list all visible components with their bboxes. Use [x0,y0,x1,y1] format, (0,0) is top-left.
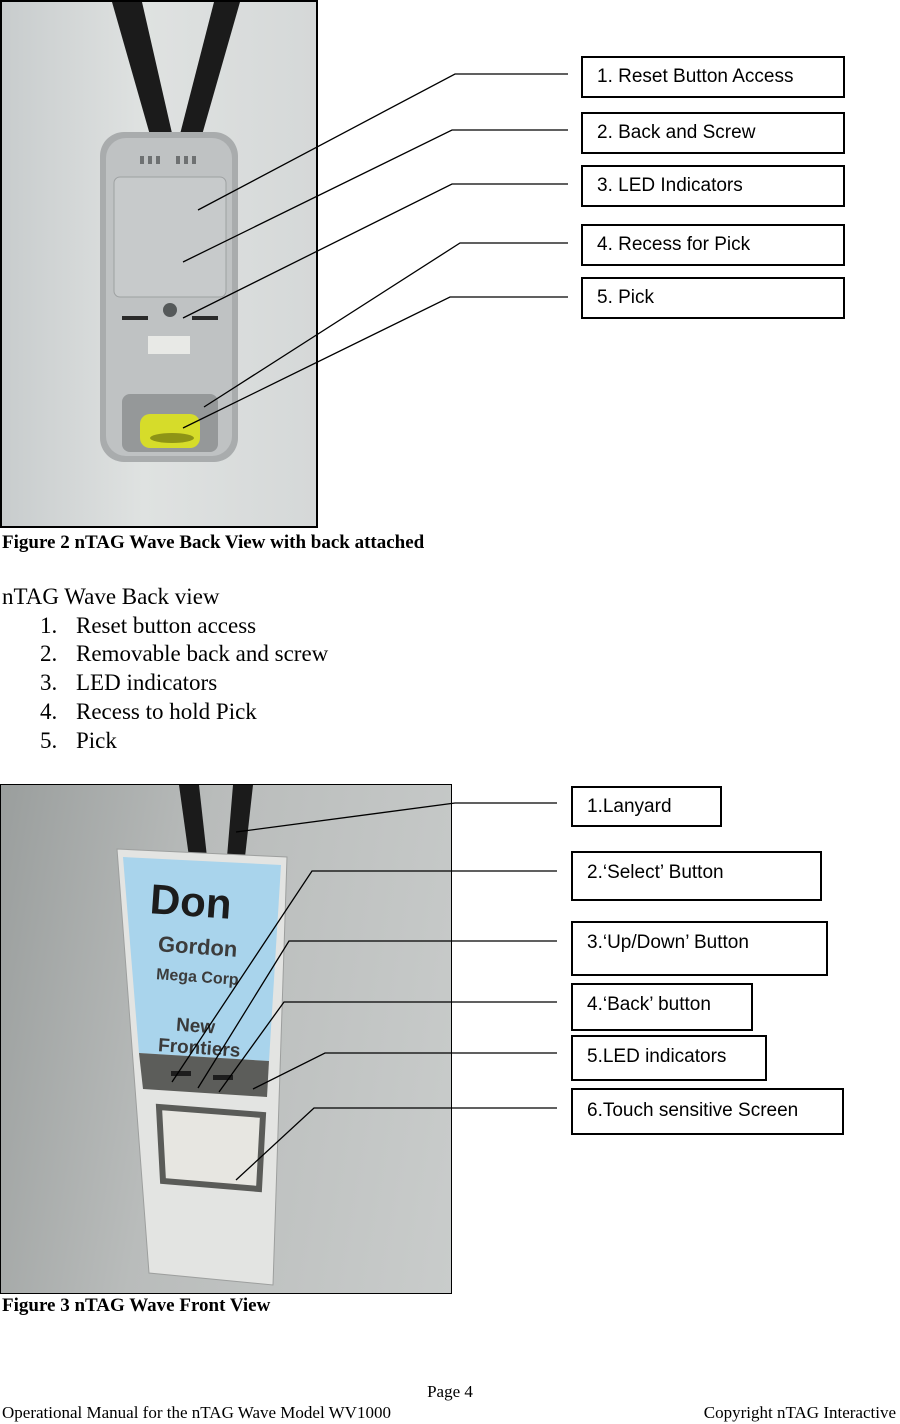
figure-2-photo [0,0,318,528]
list-item-text: Pick [76,728,117,753]
list-item-text: Removable back and screw [76,641,329,666]
callout-led-indicators-front: 5.LED indicators [571,1035,767,1081]
list-item-text: Reset button access [76,613,257,638]
footer-manual-title: Operational Manual for the nTAG Wave Mod… [2,1403,391,1422]
list-item-number: 5. [40,728,58,753]
list-item-number: 4. [40,699,58,724]
device-back-illustration [100,2,240,462]
list-item: 1. Reset button access [40,613,256,639]
list-item-text: Recess to hold Pick [76,699,257,724]
list-item-number: 1. [40,613,58,638]
page-number: Page 4 [427,1382,473,1401]
callout-pick: 5. Pick [581,277,845,319]
callout-recess-for-pick: 4. Recess for Pick [581,224,845,266]
back-view-title: nTAG Wave Back view [2,584,220,609]
footer-copyright: Copyright nTAG Interactive [703,1403,896,1422]
list-item: 5. Pick [40,728,117,754]
callout-led-indicators: 3. LED Indicators [581,165,845,207]
device-front-illustration [116,785,288,1286]
list-item: 4. Recess to hold Pick [40,699,257,725]
figure-3-caption: Figure 3 nTAG Wave Front View [2,1295,271,1316]
callout-back-and-screw: 2. Back and Screw [581,112,845,154]
figure-3-photo [0,784,452,1294]
callout-touch-sensitive-screen: 6.Touch sensitive Screen [571,1088,844,1135]
figure-2-caption: Figure 2 nTAG Wave Back View with back a… [2,532,425,553]
list-item: 2. Removable back and screw [40,641,328,667]
callout-reset-button-access: 1. Reset Button Access [581,56,845,98]
callout-lanyard: 1.Lanyard [571,786,722,827]
callout-back-button: 4.‘Back’ button [571,983,753,1031]
callout-up-down-button: 3.‘Up/Down’ Button [571,921,828,976]
callout-select-button: 2.‘Select’ Button [571,851,822,901]
list-item: 3. LED indicators [40,670,217,696]
list-item-number: 2. [40,641,58,666]
list-item-text: LED indicators [76,670,218,695]
list-item-number: 3. [40,670,58,695]
